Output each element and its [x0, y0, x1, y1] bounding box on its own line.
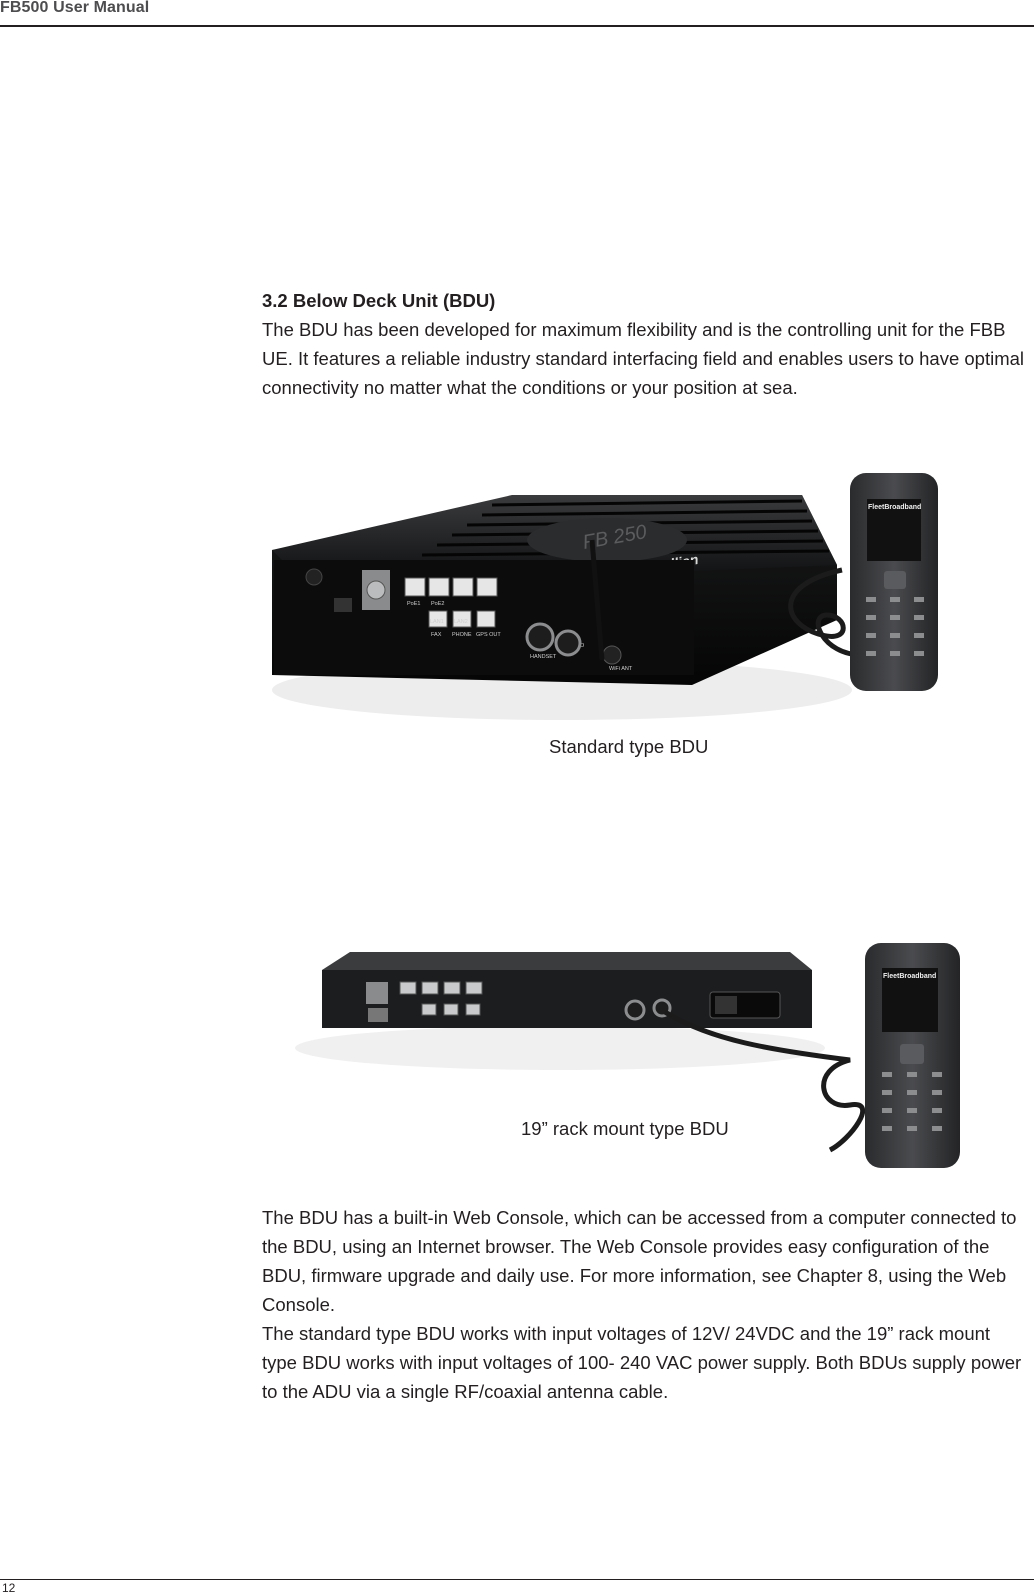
page-number: 12 — [2, 1581, 16, 1595]
web-console-paragraph: The BDU has a built-in Web Console, whic… — [262, 1207, 1017, 1315]
port-label-wifi-ant: WiFi ANT — [609, 666, 633, 672]
intro-paragraph: The BDU has been developed for maximum f… — [262, 319, 1025, 398]
port-label-lan2: LAN2 — [454, 619, 468, 625]
manual-title: FB500 User Manual — [0, 0, 150, 16]
section-intro: 3.2 Below Deck Unit (BDU) The BDU has be… — [262, 286, 1027, 402]
rack-bdu-caption: 19” rack mount type BDU — [521, 1118, 729, 1139]
section-heading: 3.2 Below Deck Unit (BDU) — [262, 290, 496, 311]
handset-brand-label: FleetBroadband — [868, 504, 921, 511]
port-label-lan1: LAN1 — [430, 619, 444, 625]
port-label-gps-out: GPS OUT — [476, 632, 501, 638]
page-header: FB500 User Manual — [0, 0, 1034, 27]
port-label-poe2: PoE2 — [431, 601, 444, 607]
rack-bdu-image: FleetBroadband — [295, 943, 960, 1168]
port-label-handset: HANDSET — [530, 654, 557, 660]
rack-handset-brand-label: FleetBroadband — [883, 973, 936, 980]
closing-text: The BDU has a built-in Web Console, whic… — [262, 1203, 1027, 1406]
standard-bdu-caption: Standard type BDU — [549, 736, 709, 757]
port-label-fax: FAX — [431, 632, 442, 638]
standard-bdu-image: FB 250 intellian PoE1 PoE2 LAN1 LAN2 FAX… — [272, 473, 938, 720]
port-label-phone: PHONE — [452, 632, 472, 638]
port-label-poe1: PoE1 — [407, 601, 420, 607]
voltage-paragraph: The standard type BDU works with input v… — [262, 1323, 1022, 1402]
footer-divider — [0, 1579, 1034, 1580]
